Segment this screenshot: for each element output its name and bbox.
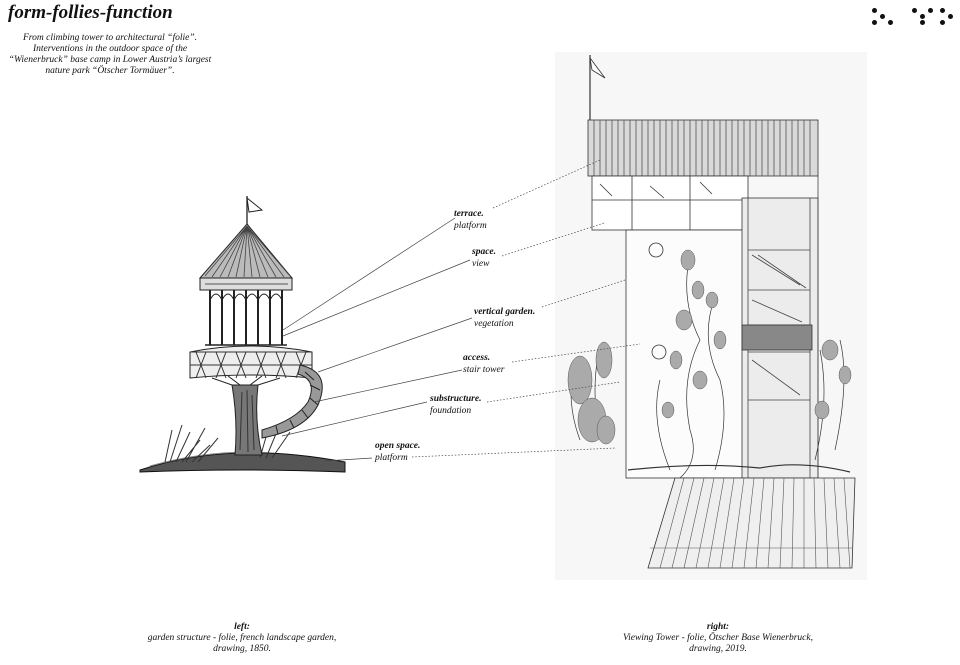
garden-folie-drawing — [139, 196, 346, 473]
leader-lines — [281, 159, 641, 462]
caption-right: right: Viewing Tower - folie, Ötscher Ba… — [618, 622, 818, 655]
caption-left-text: garden structure - folie, french landsca… — [147, 633, 337, 654]
label-open-space: open space.platform — [375, 441, 421, 463]
caption-left: left: garden structure - folie, french l… — [142, 622, 342, 655]
label-substructure: substructure.foundation — [430, 394, 482, 416]
dots-logo — [866, 4, 956, 26]
intro-text: From climbing tower to architectural “fo… — [8, 33, 212, 76]
label-terrace: terrace.platform — [454, 209, 487, 231]
caption-left-heading: left: — [234, 622, 250, 632]
page-title: form-follies-function — [8, 2, 173, 23]
caption-right-heading: right: — [706, 622, 730, 632]
caption-right-text: Viewing Tower - folie, Ötscher Base Wien… — [623, 633, 813, 654]
label-vertical-garden: vertical garden.vegetation — [474, 307, 536, 329]
label-space: space.view — [472, 247, 497, 269]
viewing-tower-drawing — [555, 52, 867, 580]
label-access: access.stair tower — [463, 353, 505, 375]
